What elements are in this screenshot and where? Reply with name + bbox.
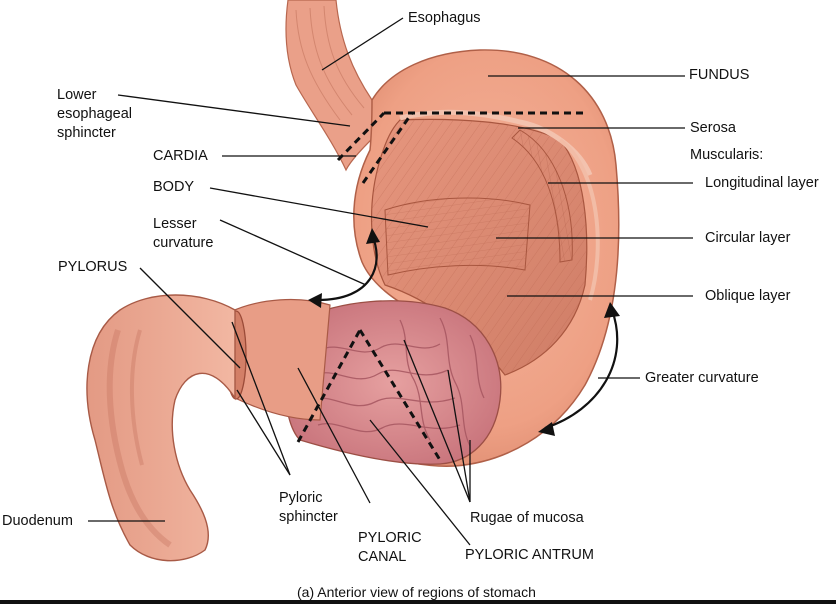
label-longitudinal-layer: Longitudinal layer (705, 175, 819, 191)
label-pyloric-canal-line2: CANAL (358, 549, 407, 565)
label-pyloric-canal-line1: PYLORIC (358, 530, 422, 546)
curvature-arrows (317, 234, 619, 430)
label-pyloric-sphincter-line1: Pyloric (279, 490, 323, 506)
label-serosa: Serosa (690, 120, 736, 136)
label-oblique-layer: Oblique layer (705, 288, 791, 304)
leader-lines (88, 17, 693, 546)
label-duodenum: Duodenum (2, 513, 73, 529)
label-pyloric-antrum: PYLORIC ANTRUM (465, 547, 594, 563)
label-body: BODY (153, 179, 195, 195)
label-lesser-curvature-line1: Lesser (153, 216, 197, 232)
label-lower-sphincter-line3: sphincter (57, 125, 116, 141)
label-muscularis: Muscularis: (690, 147, 764, 163)
region-dashed-lines (296, 111, 586, 461)
esophagus-tube (285, 0, 393, 172)
label-greater-curvature: Greater curvature (645, 370, 759, 386)
label-circular-layer: Circular layer (705, 230, 791, 246)
label-lesser-curvature-line2: curvature (153, 235, 214, 251)
label-pylorus: PYLORUS (58, 259, 128, 275)
label-pyloric-sphincter-line2: sphincter (279, 509, 338, 525)
duodenum (86, 294, 236, 562)
label-fundus: FUNDUS (689, 67, 750, 83)
label-cardia: CARDIA (153, 148, 208, 164)
bottom-rule (0, 600, 836, 604)
figure-caption: (a) Anterior view of regions of stomach (297, 584, 536, 600)
label-lower-sphincter-line1: Lower (57, 87, 97, 103)
label-lower-sphincter-line2: esophageal (57, 106, 132, 122)
rugae-folds (311, 317, 485, 447)
label-esophagus: Esophagus (408, 10, 481, 26)
label-rugae-of-mucosa: Rugae of mucosa (470, 510, 584, 526)
